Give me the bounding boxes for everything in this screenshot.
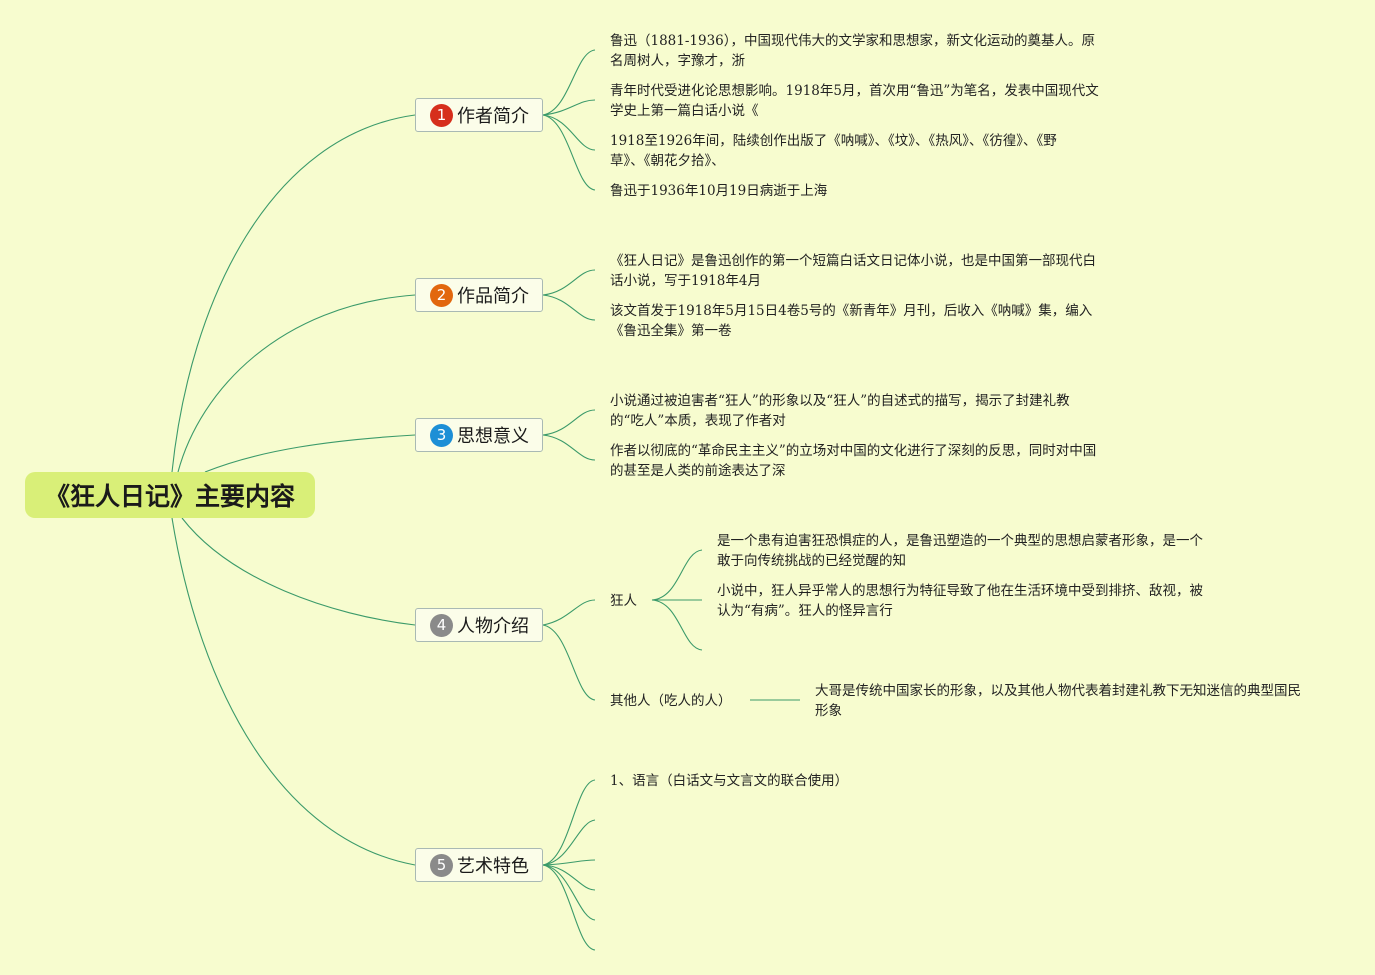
branch-work-intro[interactable]: 2 作品简介 <box>415 278 543 312</box>
leaf-work-summary[interactable]: 《狂人日记》是鲁迅创作的第一个短篇白话文日记体小说，也是中国第一部现代白话小说，… <box>610 253 1096 289</box>
leaf-work-publication[interactable]: 该文首发于1918年5月15日4卷5号的《新青年》月刊，后收入《呐喊》集，编入《… <box>610 303 1093 339</box>
leaf-author-youth[interactable]: 青年时代受进化论思想影响。1918年5月，首次用“鲁迅”为笔名，发表中国现代文学… <box>610 83 1099 119</box>
number-badge-icon: 3 <box>430 423 453 447</box>
branch-label: 思想意义 <box>457 426 529 447</box>
leaf-author-works[interactable]: 1918至1926年间，陆续创作出版了《呐喊》、《坟》、《热风》、《彷徨》、《野… <box>610 133 1057 169</box>
branch-author-intro[interactable]: 1 作者简介 <box>415 98 543 132</box>
leaf-madman-behavior[interactable]: 小说中，狂人异乎常人的思想行为特征导致了他在生活环境中受到排挤、敌视，被认为“有… <box>717 583 1203 619</box>
number-badge-icon: 4 <box>430 613 453 637</box>
leaf-madman-profile[interactable]: 是一个患有迫害狂恐惧症的人，是鲁迅塑造的一个典型的思想启蒙者形象，是一个敢于向传… <box>717 533 1203 569</box>
leaf-others-desc[interactable]: 大哥是传统中国家长的形象，以及其他人物代表着封建礼教下无知迷信的典型国民形象 <box>815 683 1301 719</box>
branch-artistic-features[interactable]: 5 艺术特色 <box>415 848 543 882</box>
leaf-author-death[interactable]: 鲁迅于1936年10月19日病逝于上海 <box>610 183 828 199</box>
subtopic-others[interactable]: 其他人（吃人的人） <box>610 693 732 709</box>
leaf-meaning-theme[interactable]: 小说通过被迫害者“狂人”的形象以及“狂人”的自述式的描写，揭示了封建礼教的“吃人… <box>610 393 1070 429</box>
branch-label: 作者简介 <box>457 106 529 127</box>
branch-label: 艺术特色 <box>457 856 529 877</box>
root-topic[interactable]: 《狂人日记》主要内容 <box>25 472 315 518</box>
number-badge-icon: 1 <box>430 103 453 127</box>
branch-label: 人物介绍 <box>457 616 529 637</box>
subtopic-madman[interactable]: 狂人 <box>610 593 637 609</box>
root-title: 《狂人日记》主要内容 <box>44 482 295 511</box>
leaf-art-language[interactable]: 1、语言（白话文与文言文的联合使用） <box>610 773 849 789</box>
leaf-author-bio[interactable]: 鲁迅（1881-1936），中国现代伟大的文学家和思想家，新文化运动的奠基人。原… <box>610 33 1096 69</box>
number-badge-icon: 5 <box>430 853 453 877</box>
branch-characters[interactable]: 4 人物介绍 <box>415 608 543 642</box>
number-badge-icon: 2 <box>430 283 453 307</box>
branch-thematic-meaning[interactable]: 3 思想意义 <box>415 418 543 452</box>
leaf-meaning-reflection[interactable]: 作者以彻底的“革命民主主义”的立场对中国的文化进行了深刻的反思，同时对中国的甚至… <box>610 443 1097 479</box>
branch-label: 作品简介 <box>457 286 529 307</box>
